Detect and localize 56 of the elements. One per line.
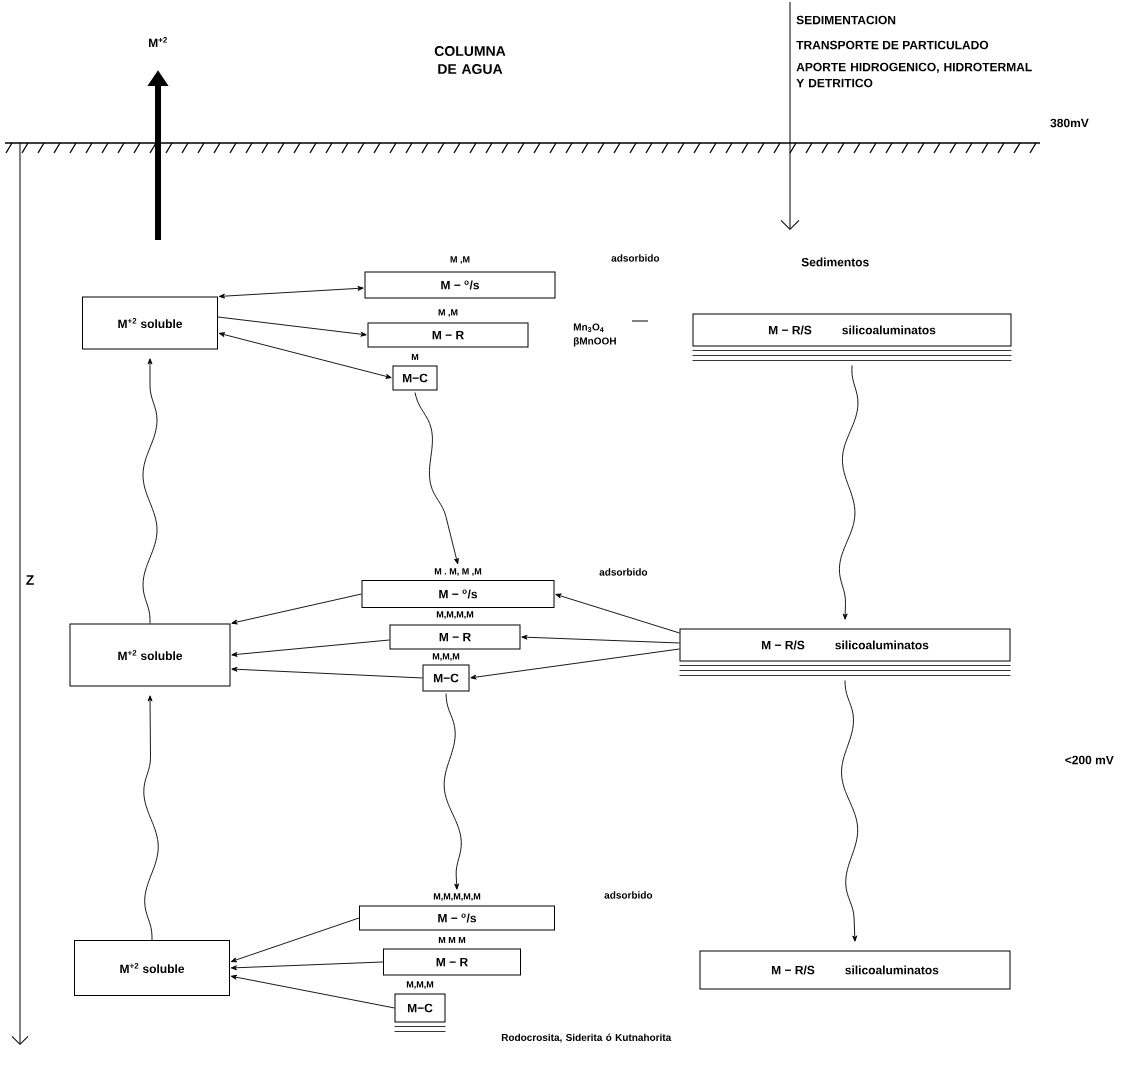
element-labels: M,M,M	[432, 653, 460, 661]
element-labels: M	[411, 353, 419, 361]
arrow	[555, 593, 680, 634]
arrow	[230, 961, 384, 971]
arrow	[231, 666, 423, 679]
arrow	[230, 974, 395, 1009]
element-labels: M,M,M,M	[436, 611, 474, 619]
arrow	[217, 316, 367, 337]
species-box: M − R	[367, 322, 529, 348]
species-box: M − R	[389, 624, 521, 650]
arrow	[218, 332, 392, 379]
arrow	[142, 358, 158, 624]
layered-box: M−C	[394, 993, 446, 1032]
species-box: M$^{+2}$ soluble	[74, 940, 230, 996]
side-label: adsorbido	[604, 891, 653, 899]
species-box: M − R/S silicoaluminatos	[699, 950, 1011, 990]
element-labels: M ,M	[438, 309, 458, 317]
layered-box: M − R/S silicoaluminatos	[679, 628, 1011, 676]
species-box: M$^{+2}$ soluble	[69, 623, 231, 687]
element-labels: M . M, M ,M	[434, 568, 482, 576]
axis-label: Z	[26, 575, 34, 585]
arrow	[521, 634, 680, 644]
species-box: M−C	[422, 664, 470, 692]
species-label: M$^{+2}$	[149, 37, 167, 47]
species-box: M$^{+2}$ soluble	[82, 296, 218, 350]
side-label: adsorbido	[611, 254, 660, 262]
arrow	[231, 593, 362, 625]
species-box: M − R	[383, 948, 521, 976]
process-label: TRANSPORTE DE PARTICULADO	[796, 40, 989, 50]
element-labels: M,M,M	[406, 981, 434, 989]
arrow	[231, 639, 390, 657]
side-label: adsorbido	[599, 568, 648, 576]
layered-box: M − R/S silicoaluminatos	[692, 313, 1012, 361]
element-labels: M,M,M,M,M	[433, 893, 481, 901]
element-labels: M M M	[438, 936, 466, 944]
potential-label: <200 mV	[1065, 755, 1114, 765]
species-box: M − $^{o}$/s	[361, 580, 555, 608]
arrow	[841, 680, 859, 942]
arrow	[838, 365, 859, 620]
process-label: APORTE HIDROGENICO, HIDROTERMAL Y DETRITICO	[796, 62, 1032, 88]
arrow	[143, 695, 159, 941]
species-box: M − $^{o}$/s	[364, 271, 556, 299]
arrow	[230, 917, 360, 963]
region-label: Sedimentos	[801, 257, 869, 267]
process-label: SEDIMENTACION	[796, 15, 896, 25]
mineral-label: Mn$_{3}$O$_{4}$ βMnOOH	[573, 323, 616, 347]
arrow	[218, 285, 364, 299]
arrow	[414, 392, 459, 565]
element-labels: M ,M	[450, 256, 470, 264]
species-box: M − $^{o}$/s	[359, 905, 555, 931]
arrow	[470, 648, 680, 680]
arrow	[443, 693, 462, 890]
potential-label: 380mV	[1050, 118, 1089, 128]
species-box: M−C	[392, 365, 438, 391]
region-title: COLUMNA DE AGUA	[434, 46, 506, 74]
mineral-label: Rodocrosita, Siderita ó Kutnahorita	[501, 1033, 672, 1043]
